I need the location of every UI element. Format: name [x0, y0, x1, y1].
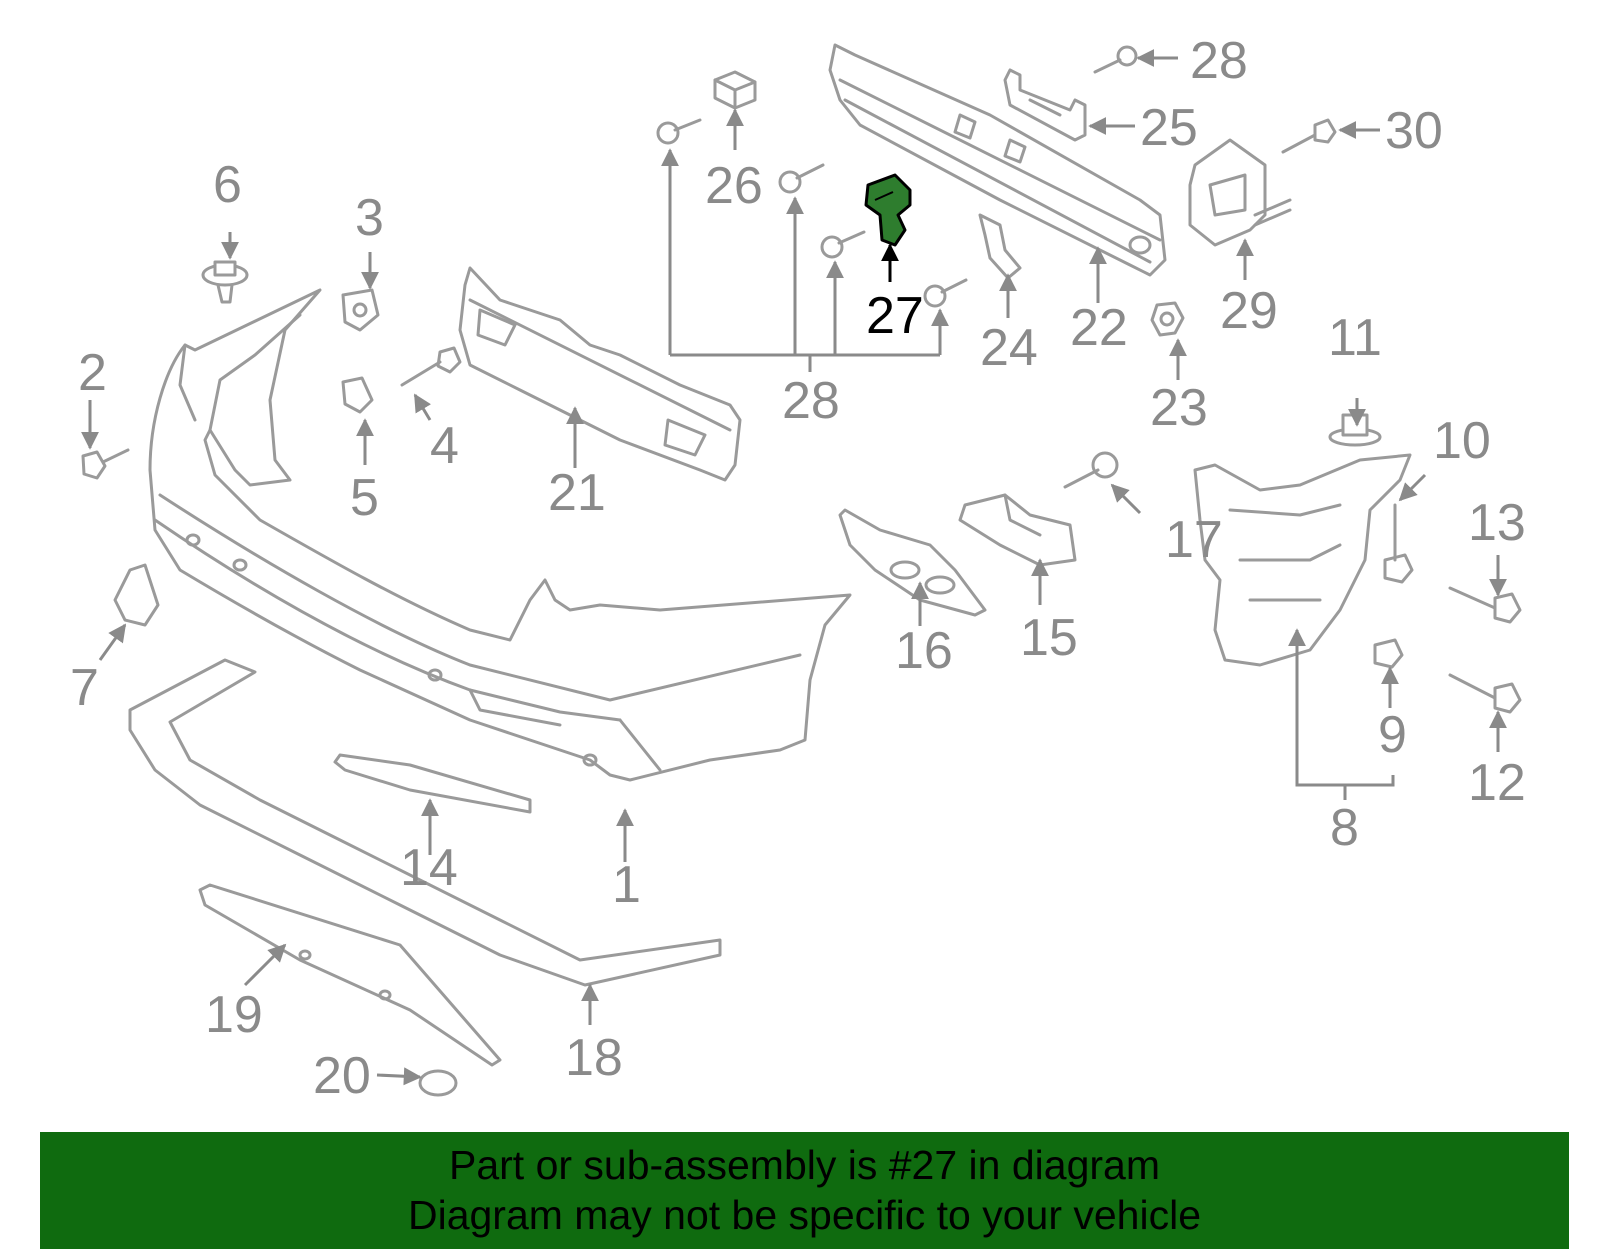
callout-21: 21 [548, 464, 606, 522]
callout-25: 25 [1140, 99, 1198, 157]
callout-19: 19 [205, 986, 263, 1044]
callout-30: 30 [1385, 102, 1443, 160]
callout-1: 1 [612, 856, 641, 914]
trim-14 [333, 753, 532, 814]
callout-28-upper: 28 [1190, 32, 1248, 90]
callout-28-lower: 28 [782, 372, 840, 430]
reinforcement-bar [828, 43, 1167, 277]
bolt-4 [400, 346, 462, 387]
callout-7: 7 [70, 659, 99, 717]
clip-26 [713, 70, 757, 110]
callout-26: 26 [705, 157, 763, 215]
leader-lines [81, 49, 1507, 1086]
callout-22: 22 [1070, 299, 1128, 357]
callout-12: 12 [1468, 754, 1526, 812]
bumper-cover [148, 288, 852, 782]
callout-labels: 1 2 3 4 5 6 7 8 9 10 11 12 13 14 15 16 1… [70, 32, 1526, 1105]
bracket-15 [958, 493, 1077, 567]
bolt-30 [1281, 118, 1337, 154]
callout-13: 13 [1468, 494, 1526, 552]
callout-3: 3 [355, 189, 384, 247]
clip-6 [201, 260, 249, 304]
callout-17: 17 [1165, 511, 1223, 569]
bracket-16 [838, 508, 987, 617]
info-banner: Part or sub-assembly is #27 in diagram D… [40, 1132, 1569, 1249]
callout-4: 4 [430, 417, 459, 475]
callout-29: 29 [1220, 282, 1278, 340]
callout-23: 23 [1150, 379, 1208, 437]
clip-20 [418, 1069, 458, 1097]
callout-2: 2 [78, 344, 107, 402]
callout-15: 15 [1020, 609, 1078, 667]
banner-line-1: Part or sub-assembly is #27 in diagram [449, 1142, 1160, 1188]
side-bracket-8 [1193, 453, 1412, 667]
bracket-24 [978, 213, 1022, 280]
banner-line-2: Diagram may not be specific to your vehi… [407, 1192, 1201, 1238]
callout-6: 6 [213, 156, 242, 214]
clips-3-5 [341, 288, 380, 414]
screws-28 [656, 45, 1138, 308]
skid-plate-19 [198, 883, 502, 1067]
part-27-highlighted [864, 173, 912, 247]
callout-8: 8 [1330, 799, 1359, 857]
bolt-17 [1063, 451, 1119, 489]
sensor-cap-7 [113, 563, 160, 627]
callout-9: 9 [1378, 706, 1407, 764]
callout-27: 27 [866, 287, 924, 345]
callout-20: 20 [313, 1047, 371, 1105]
bolts-9-10-12-13 [1373, 503, 1522, 714]
clip-11 [1328, 413, 1382, 447]
callout-24: 24 [980, 319, 1038, 377]
bracket-25 [1003, 68, 1087, 142]
callout-10: 10 [1433, 412, 1491, 470]
bolt-2 [81, 448, 130, 480]
energy-absorber [458, 266, 742, 482]
callout-18: 18 [565, 1029, 623, 1087]
nut-23 [1150, 301, 1185, 337]
callout-14: 14 [400, 839, 458, 897]
callout-5: 5 [350, 469, 379, 527]
lower-valance-18 [128, 658, 722, 987]
callout-16: 16 [895, 622, 953, 680]
bracket-29 [1188, 138, 1292, 247]
callout-11: 11 [1328, 309, 1382, 367]
